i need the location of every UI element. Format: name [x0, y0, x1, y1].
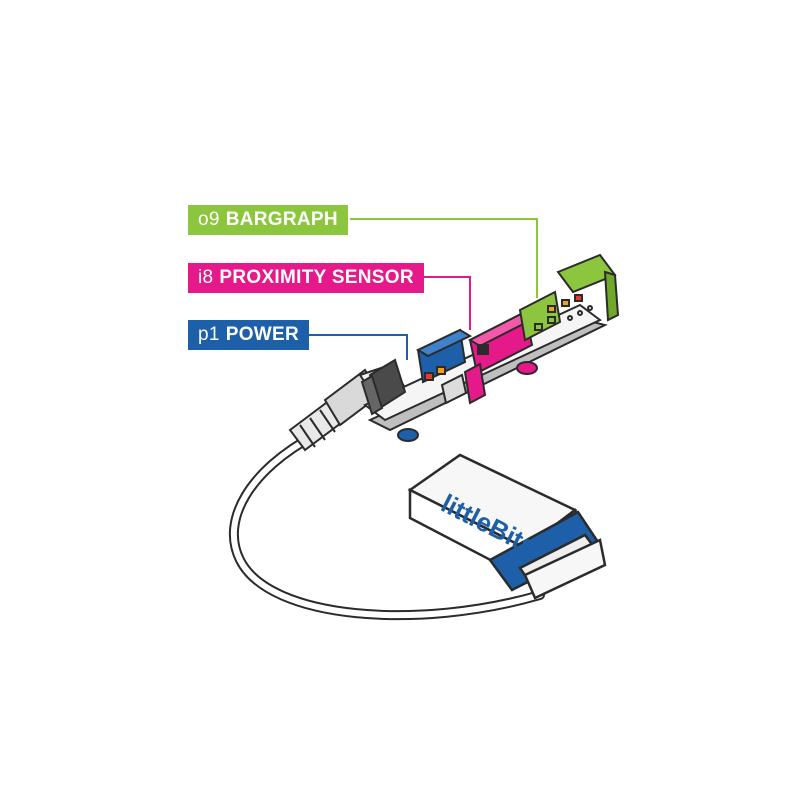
- power-callout-label: p1 POWER: [188, 320, 310, 350]
- proximity-code: i8: [198, 267, 214, 288]
- proximity-callout-label: i8 PROXIMITY SENSOR: [188, 263, 424, 293]
- bargraph-callout-label: o9 BARGRAPH: [188, 205, 348, 235]
- bargraph-code: o9: [198, 209, 220, 230]
- power-module-icon: [360, 328, 473, 442]
- proximity-leader-line: [418, 276, 471, 330]
- bargraph-module-icon: [518, 253, 620, 342]
- power-name: POWER: [225, 324, 300, 345]
- bargraph-leader-line: [350, 218, 538, 298]
- proximity-name: PROXIMITY SENSOR: [219, 267, 414, 288]
- bargraph-name: BARGRAPH: [225, 209, 338, 230]
- power-leader-line: [305, 334, 408, 360]
- power-code: p1: [198, 324, 220, 345]
- proximity-sensor-module-icon: [463, 310, 538, 405]
- battery-9v-icon: [407, 453, 607, 600]
